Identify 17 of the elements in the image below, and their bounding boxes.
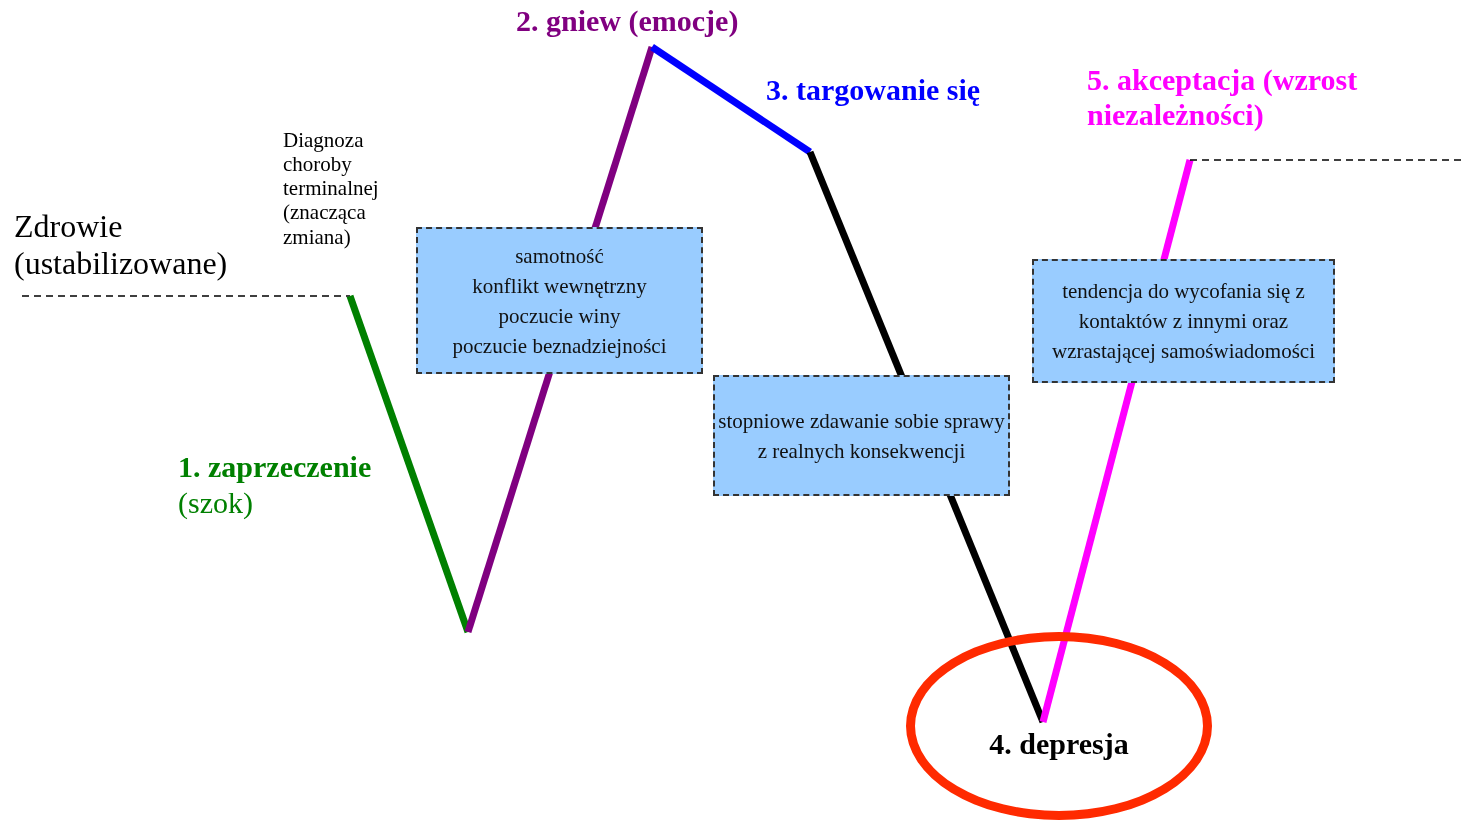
level-label: Zdrowie (ustabilizowane)	[14, 208, 229, 282]
note-text: poczucie winy	[498, 302, 621, 330]
stage-label: 1. zaprzeczenie	[178, 450, 372, 484]
note-text: tendencja do wycofania się z kontaktów z innymi oraz wzrastającej samoświadomości	[1051, 278, 1316, 365]
event-label: Diagnoza choroby terminalnej (znacząca zmiana)	[283, 128, 380, 249]
note-box	[416, 227, 703, 374]
note-text: stopniowe zdawanie sobie sprawy z realnych konsekwencji	[717, 407, 1006, 465]
circled-stage-label: 4. depresja	[906, 632, 1212, 820]
stage-label: (szok)	[178, 486, 253, 520]
note-box	[1032, 259, 1335, 383]
note-text: poczucie beznadziejności	[452, 332, 667, 360]
stage-label: 2. gniew (emocje)	[516, 4, 739, 38]
note-text: konflikt wewnętrzny	[472, 272, 647, 300]
note-box	[713, 375, 1010, 496]
stage-label: 5. akceptacja (wzrost niezależności)	[1087, 63, 1359, 132]
note-text: samotność	[515, 242, 604, 270]
stage-label: 3. targowanie się	[766, 73, 981, 107]
